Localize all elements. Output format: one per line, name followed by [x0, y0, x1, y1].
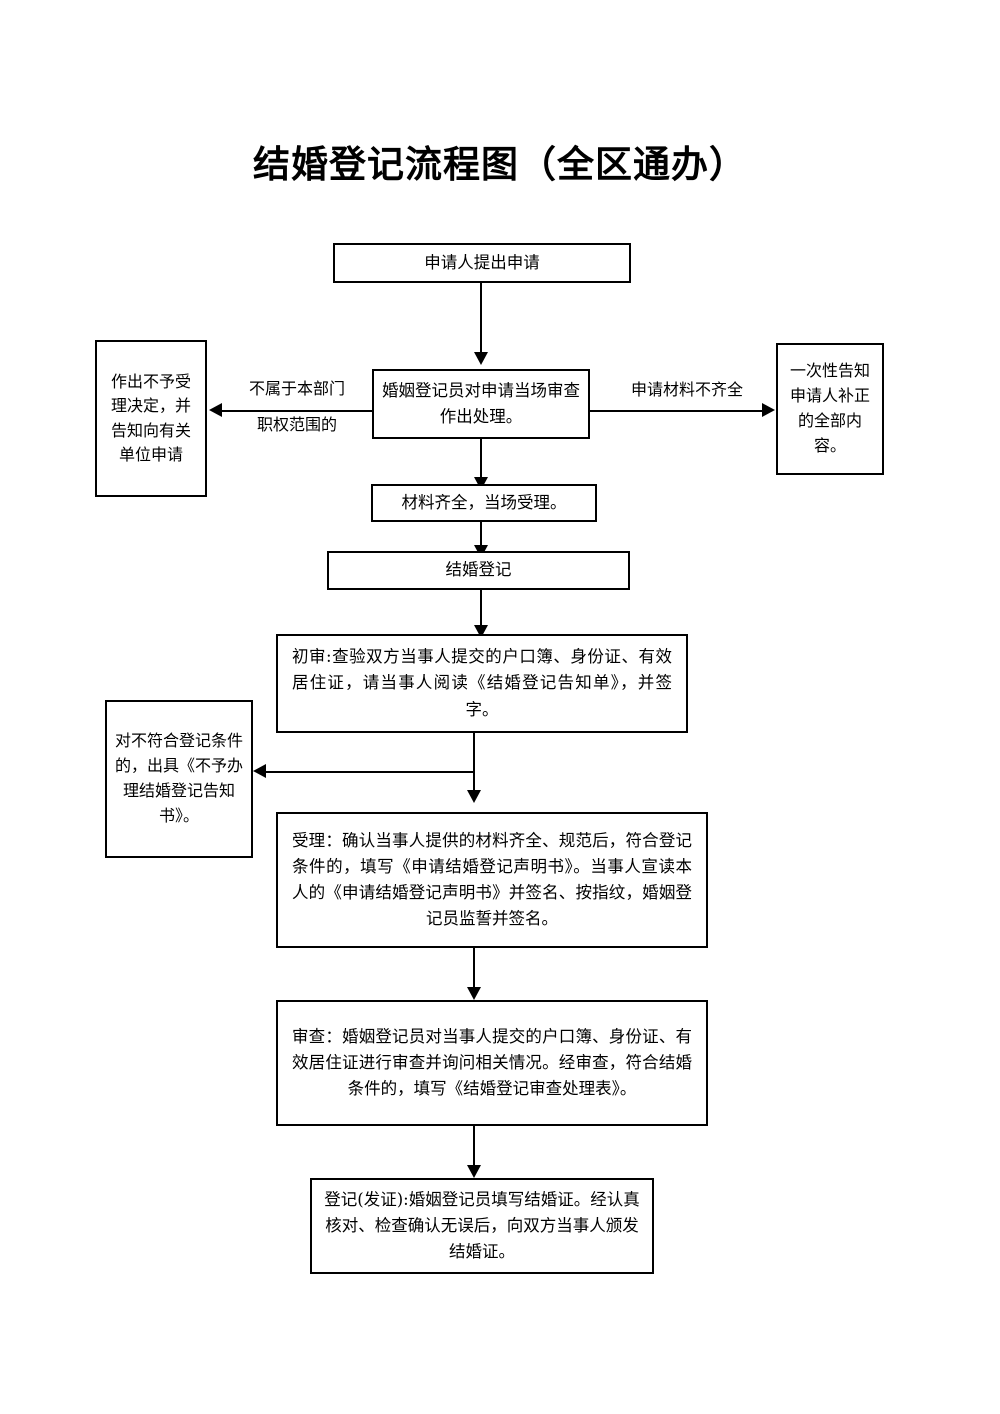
node-onsite-review: 婚姻登记员对申请当场审查作出处理。	[372, 369, 590, 439]
arrowhead-preliminary-to-acceptance	[467, 790, 481, 803]
node-one-time-notice-label: 一次性告知申请人补正的全部内容。	[789, 361, 870, 455]
node-marriage-registration-label: 结婚登记	[445, 560, 512, 580]
edge-registration-to-preliminary	[480, 590, 482, 628]
arrowhead-acceptance-to-examination	[467, 987, 481, 1000]
node-preliminary-review: 初审:查验双方当事人提交的户口簿、身份证、有效居住证，请当事人阅读《结婚登记告知…	[276, 634, 688, 733]
node-issue-certificate-label: 登记(发证):婚姻登记员填写结婚证。经认真核对、检查确认无误后，向双方当事人颁发…	[324, 1189, 640, 1262]
arrowhead-onsite-to-reject	[209, 403, 222, 417]
node-acceptance: 受理：确认当事人提供的材料齐全、规范后，符合登记条件的，填写《申请结婚登记声明书…	[276, 812, 708, 948]
node-examination: 审查：婚姻登记员对当事人提交的户口簿、身份证、有效居住证进行审查并询问相关情况。…	[276, 1000, 708, 1126]
node-applicant-submit: 申请人提出申请	[333, 243, 631, 283]
edge-materials-to-registration	[480, 522, 482, 552]
node-onsite-review-label: 婚姻登记员对申请当场审查作出处理。	[382, 380, 580, 426]
node-examination-label: 审查：婚姻登记员对当事人提交的户口簿、身份证、有效居住证进行审查并询问相关情况。…	[292, 1026, 692, 1099]
node-one-time-notice: 一次性告知申请人补正的全部内容。	[776, 343, 884, 475]
edge-label-not-in-jurisdiction-line2: 职权范围的	[256, 415, 337, 434]
node-not-qualified-notice-label: 对不符合登记条件的，出具《不予办理结婚登记告知书》。	[115, 731, 244, 825]
node-applicant-submit-label: 申请人提出申请	[424, 252, 540, 272]
arrowhead-apply-to-onsite	[474, 352, 488, 365]
edge-apply-to-onsite	[480, 283, 482, 355]
arrowhead-onsite-to-one-time-notice	[762, 403, 775, 417]
arrowhead-examination-to-issue	[467, 1165, 481, 1178]
edge-examination-to-issue	[473, 1126, 475, 1170]
edge-onsite-to-materials	[480, 439, 482, 480]
node-not-qualified-notice: 对不符合登记条件的，出具《不予办理结婚登记告知书》。	[105, 700, 253, 858]
node-issue-certificate: 登记(发证):婚姻登记员填写结婚证。经认真核对、检查确认无误后，向双方当事人颁发…	[310, 1178, 654, 1274]
edge-label-not-in-jurisdiction-line1: 不属于本部门	[248, 379, 345, 398]
node-reject-not-jurisdiction-label: 作出不予受理决定，并告知向有关单位申请	[110, 371, 191, 464]
node-preliminary-review-label: 初审:查验双方当事人提交的户口簿、身份证、有效居住证，请当事人阅读《结婚登记告知…	[292, 647, 672, 719]
page-title: 结婚登记流程图（全区通办）	[253, 142, 747, 186]
edge-preliminary-to-acceptance	[473, 733, 475, 795]
node-acceptance-label: 受理：确认当事人提供的材料齐全、规范后，符合登记条件的，填写《申请结婚登记声明书…	[292, 830, 692, 929]
edge-label-materials-incomplete: 申请材料不齐全	[630, 380, 743, 399]
edge-onsite-to-reject	[222, 410, 372, 412]
node-reject-not-jurisdiction: 作出不予受理决定，并告知向有关单位申请	[95, 340, 207, 497]
node-materials-complete-label: 材料齐全，当场受理。	[401, 492, 567, 512]
edge-preliminary-to-not-qualified	[266, 771, 475, 773]
edge-onsite-to-one-time-notice	[590, 410, 763, 412]
node-materials-complete: 材料齐全，当场受理。	[371, 484, 597, 522]
node-marriage-registration: 结婚登记	[327, 551, 630, 590]
edge-acceptance-to-examination	[473, 948, 475, 992]
arrowhead-preliminary-to-not-qualified	[253, 764, 266, 778]
